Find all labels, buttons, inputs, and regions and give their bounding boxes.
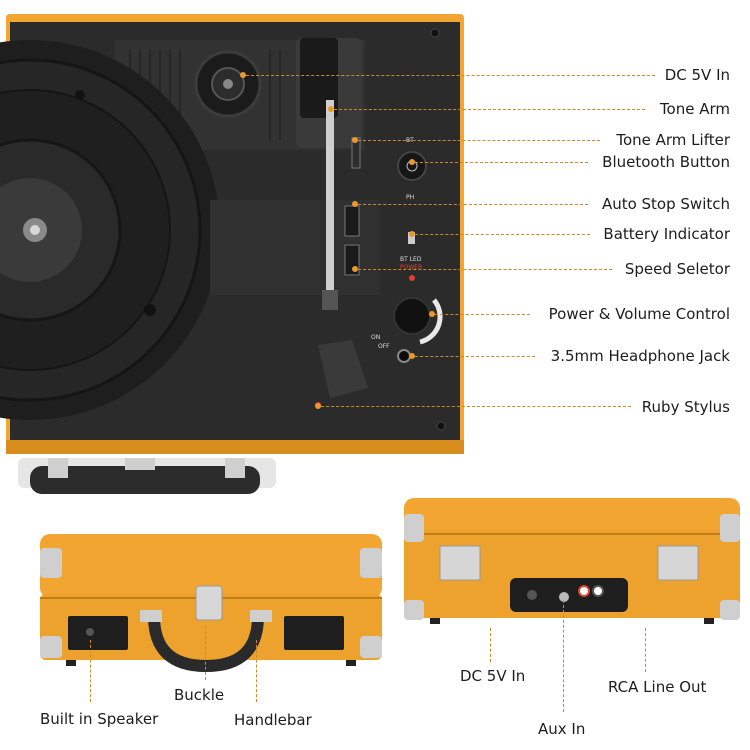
front-view-case [36,528,386,673]
bluetooth-button-marker [409,159,415,165]
aux-in-leader [563,600,564,712]
callout-headphone-jack: 3.5mm Headphone Jack [550,347,730,365]
dc-in-marker [240,72,246,78]
bluetooth-button-leader [415,162,588,163]
callout-tone-arm-lifter: Tone Arm Lifter [616,131,730,149]
panel-label-power: POWER [400,264,423,271]
case-back-illustration [404,498,740,624]
tone-arm-marker [328,106,334,112]
auto-stop-switch-marker [352,201,358,207]
speed-selector-marker [352,266,358,272]
top-view-turntable: BT PH BT LED POWER ON OFF [0,0,470,500]
turntable-top-illustration [0,14,464,494]
dc-in-back-leader [490,628,491,662]
callout-aux-in: Aux In [538,720,586,738]
ruby-stylus-marker [315,403,321,409]
auto-stop-switch-leader [358,204,588,205]
headphone-jack-leader [415,356,535,357]
callout-buckle: Buckle [174,686,225,704]
callout-power-volume: Power & Volume Control [548,305,730,323]
panel-label-on: ON [371,334,381,341]
callout-speed-selector: Speed Seletor [624,260,730,278]
callout-rca-line-out: RCA Line Out [608,678,707,696]
headphone-jack-marker [409,353,415,359]
tone-arm-lifter-leader [358,140,600,141]
callout-handlebar: Handlebar [234,711,312,729]
tone-arm-lifter-marker [352,137,358,143]
power-volume-marker [429,311,435,317]
panel-label-ph: PH [406,194,415,201]
case-front-illustration [40,534,382,673]
speed-selector-leader [358,269,612,270]
built-in-speaker-leader [90,640,91,702]
panel-label-off: OFF [378,343,390,350]
callout-built-in-speaker: Built in Speaker [40,710,159,728]
callout-ruby-stylus: Ruby Stylus [641,398,730,416]
power-volume-leader [435,314,530,315]
tone-arm-leader [334,109,645,110]
callout-tone-arm: Tone Arm [659,100,730,118]
battery-indicator-leader [415,234,590,235]
callout-bluetooth-button: Bluetooth Button [602,153,730,171]
panel-label-bt-led: BT LED [400,256,422,263]
back-view-case [400,490,745,630]
callout-dc-in: DC 5V In [664,66,730,84]
rca-line-out-leader [645,628,646,672]
callout-battery-indicator: Battery Indicator [603,225,730,243]
dc-in-leader [246,75,655,76]
callout-auto-stop-switch: Auto Stop Switch [601,195,730,213]
callout-dc-in-back: DC 5V In [460,667,526,685]
buckle-leader [205,626,206,680]
ruby-stylus-leader [321,406,631,407]
handlebar-leader [256,640,257,702]
battery-indicator-marker [409,231,415,237]
